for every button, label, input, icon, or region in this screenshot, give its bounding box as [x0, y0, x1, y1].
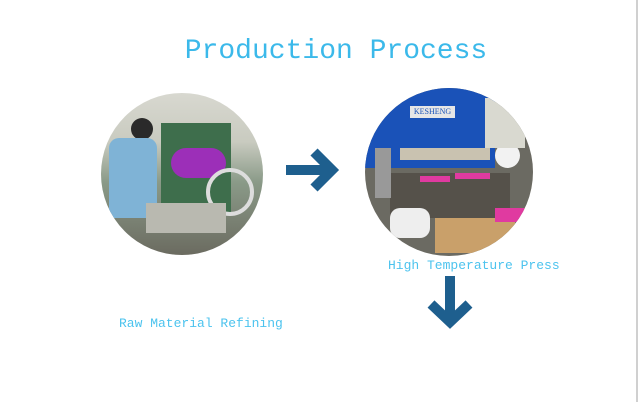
page-title: Production Process [184, 36, 488, 67]
step-label-high-temperature-press: High Temperature Press [388, 258, 560, 273]
high-temperature-press-photo: KESHENG [365, 88, 533, 256]
arrow-down-icon [427, 276, 473, 329]
step-label-raw-material-refining: Raw Material Refining [119, 316, 283, 331]
page-edge-divider [636, 0, 638, 402]
arrow-right-icon [286, 148, 340, 192]
machine-brand-plate: KESHENG [410, 106, 455, 118]
raw-material-refining-photo [101, 93, 263, 255]
